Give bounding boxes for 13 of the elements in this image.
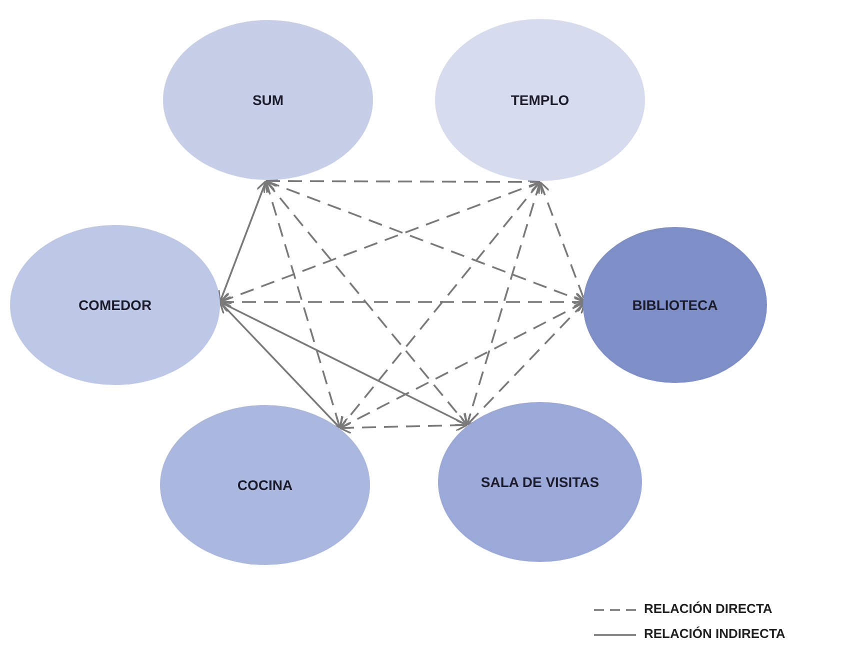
room-label: BIBLIOTECA xyxy=(632,296,718,314)
room-label: SALA DE VISITAS xyxy=(480,472,600,492)
legend-label: RELACIÓN INDIRECTA xyxy=(644,626,786,641)
room-label: TEMPLO xyxy=(510,90,570,110)
room-label: COCINA xyxy=(237,476,293,494)
relation-arrow xyxy=(339,418,468,434)
legend-label: RELACIÓN DIRECTA xyxy=(644,601,772,616)
relation-arrow xyxy=(466,301,586,426)
relation-arrow xyxy=(219,301,341,429)
relation-arrow xyxy=(219,301,468,426)
room-label: SUM xyxy=(252,90,284,110)
room-label: COMEDOR xyxy=(78,296,152,314)
relation-arrow xyxy=(218,180,268,303)
